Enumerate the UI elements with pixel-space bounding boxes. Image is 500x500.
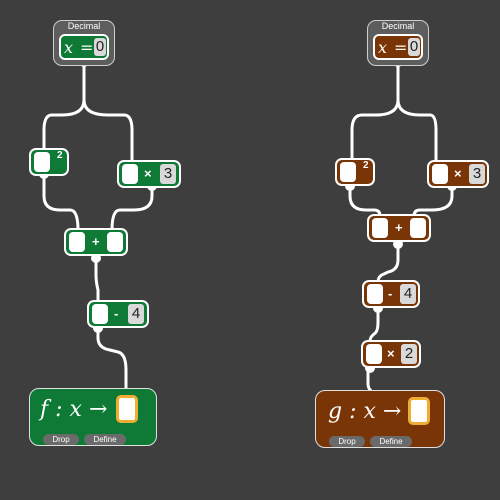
- wire-source-to-square: [42, 60, 86, 150]
- wire-minus-to-times2: [368, 308, 380, 343]
- input-slot[interactable]: [366, 344, 382, 364]
- wire-minus-to-output: [96, 328, 128, 400]
- define-button[interactable]: Define: [84, 434, 126, 445]
- source-caption: Decimal: [381, 21, 415, 31]
- right-square-node[interactable]: 2: [335, 158, 375, 186]
- wire-times-to-plus: [412, 186, 454, 217]
- wire-plus-to-minus: [376, 244, 400, 283]
- constant-value[interactable]: 3: [469, 164, 485, 184]
- function-name: g : x →: [328, 399, 402, 424]
- input-slot-b[interactable]: [107, 232, 123, 252]
- operator-label: -: [114, 306, 119, 321]
- operator-label: ×: [144, 166, 152, 181]
- constant-value[interactable]: 3: [160, 164, 176, 184]
- input-slot[interactable]: [92, 304, 108, 324]
- input-slot-a[interactable]: [69, 232, 85, 252]
- equals-sign: =: [80, 38, 94, 57]
- operator-label: ×: [454, 166, 462, 181]
- exponent-label: 2: [363, 160, 369, 171]
- left-times-node[interactable]: × 3: [117, 160, 181, 188]
- wire-square-to-plus: [348, 186, 382, 217]
- input-slot-a[interactable]: [372, 218, 388, 238]
- source-value-input[interactable]: 0: [408, 38, 420, 56]
- right-times-node[interactable]: × 3: [427, 160, 489, 188]
- left-decimal-source[interactable]: Decimal x = 0: [53, 20, 115, 66]
- input-slot[interactable]: [34, 152, 50, 172]
- constant-value[interactable]: 2: [401, 344, 417, 364]
- wire-source-to-times: [396, 60, 438, 162]
- exponent-label: 2: [57, 150, 63, 161]
- right-times2-node[interactable]: × 2: [361, 340, 421, 368]
- source-value-input[interactable]: 0: [94, 38, 106, 56]
- input-slot[interactable]: [340, 162, 356, 182]
- input-slot[interactable]: [367, 284, 383, 304]
- left-function-block[interactable]: f : x → Drop Define: [29, 388, 157, 446]
- define-button[interactable]: Define: [370, 436, 412, 447]
- right-function-block[interactable]: g : x → Drop Define: [315, 390, 445, 448]
- source-value-box[interactable]: x = 0: [59, 34, 109, 60]
- right-plus-node[interactable]: +: [367, 214, 431, 242]
- wire-source-to-square: [350, 60, 400, 158]
- wire-source-to-times: [82, 60, 134, 162]
- wire-square-to-plus: [42, 176, 80, 231]
- constant-value[interactable]: 4: [128, 304, 144, 324]
- variable-label: x: [64, 38, 74, 57]
- input-slot-b[interactable]: [410, 218, 426, 238]
- drop-button[interactable]: Drop: [329, 436, 365, 447]
- source-value-box[interactable]: x = 0: [373, 34, 423, 60]
- right-decimal-source[interactable]: Decimal x = 0: [367, 20, 429, 66]
- wire-plus-to-minus: [94, 258, 100, 302]
- operator-label: +: [92, 234, 100, 249]
- operator-label: ×: [387, 346, 395, 361]
- input-slot[interactable]: [122, 164, 138, 184]
- left-minus-node[interactable]: - 4: [87, 300, 149, 328]
- left-plus-node[interactable]: +: [64, 228, 128, 256]
- variable-label: x: [378, 38, 388, 57]
- wire-times-to-plus: [110, 186, 154, 231]
- output-slot[interactable]: [116, 395, 138, 423]
- operator-label: +: [395, 220, 403, 235]
- source-caption: Decimal: [67, 21, 101, 31]
- right-minus-node[interactable]: - 4: [362, 280, 420, 308]
- equals-sign: =: [394, 38, 408, 57]
- drop-button[interactable]: Drop: [43, 434, 79, 445]
- input-slot[interactable]: [432, 164, 448, 184]
- output-slot[interactable]: [408, 397, 430, 425]
- operator-label: -: [388, 286, 393, 301]
- function-name: f : x →: [40, 397, 108, 422]
- constant-value[interactable]: 4: [400, 284, 416, 304]
- left-square-node[interactable]: 2: [29, 148, 69, 176]
